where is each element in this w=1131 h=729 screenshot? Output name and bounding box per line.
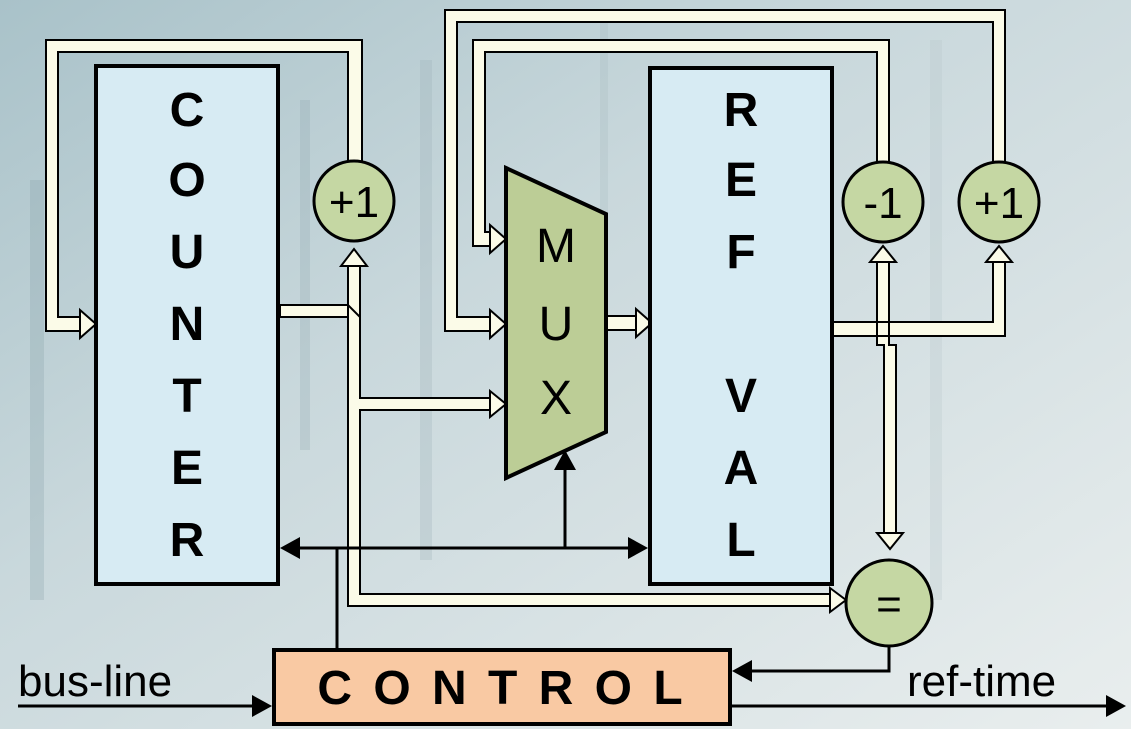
ref-val-letter: E <box>725 154 757 207</box>
counter-letter: N <box>170 298 205 351</box>
control-block: C O N T R O L <box>274 650 730 724</box>
counter-letter: E <box>171 442 203 495</box>
ref-val-letter: A <box>724 442 759 495</box>
ref-minus-one-operator: -1 <box>843 162 923 242</box>
ref-plus-one-operator: +1 <box>959 162 1039 242</box>
compare-label: = <box>876 580 902 629</box>
ref-plus-one-label: +1 <box>974 179 1024 228</box>
counter-letter: U <box>170 226 205 279</box>
ref-minus-one-label: -1 <box>863 179 902 228</box>
counter-plus-one-label: +1 <box>329 178 379 227</box>
bus-line-label: bus-line <box>18 657 172 706</box>
counter-plus-one-operator: +1 <box>314 161 394 241</box>
mux-letter: M <box>536 220 576 273</box>
ref-val-letter: R <box>724 84 759 137</box>
counter-letter: T <box>172 370 201 423</box>
ref-time-label: ref-time <box>907 657 1056 706</box>
counter-letter: R <box>170 514 205 567</box>
control-label: C O N T R O L <box>317 662 686 715</box>
bus-mux-out <box>604 316 636 330</box>
ref-val-letter: F <box>726 226 755 279</box>
compare-operator: = <box>846 560 932 646</box>
mux-letter: U <box>539 298 574 351</box>
ref-val-letter: L <box>726 514 755 567</box>
ref-val-letter: V <box>725 370 757 423</box>
mux: M U X <box>506 168 606 478</box>
counter-register: C O U N T E R <box>96 66 278 584</box>
mux-letter: X <box>540 372 572 425</box>
counter-letter: C <box>170 84 205 137</box>
ref-val-register: R E F V A L <box>650 68 832 584</box>
counter-letter: O <box>168 154 205 207</box>
